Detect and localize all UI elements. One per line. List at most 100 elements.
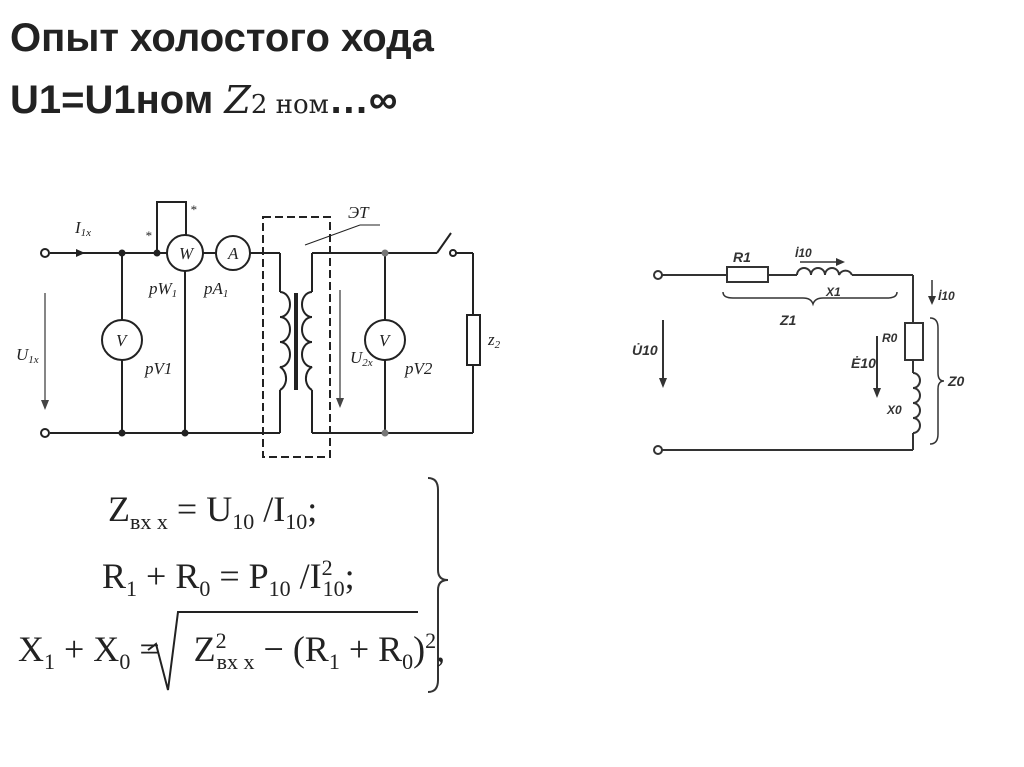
x1-inductor	[796, 267, 853, 276]
label-formulas-f3-a: X	[18, 629, 44, 669]
label-schematic-pA1-sub: 1	[223, 288, 229, 300]
circuit-element: I1x U1x U2x W A V V pW1 pA1 pV1 pV2 ЭТ z…	[16, 202, 501, 378]
label-formulas-f2-d: /I	[290, 556, 322, 596]
label-formulas-f3-b-sub: 0	[119, 649, 131, 675]
r0-resistor	[904, 322, 924, 361]
label-equivalent-I10-right: İ10	[938, 288, 955, 303]
eq-terminal-bottom	[653, 445, 663, 455]
circuit-element: z2	[487, 330, 501, 351]
label-equivalent-U10: U̇10	[632, 342, 658, 358]
label-schematic-pV2: pV2	[404, 359, 433, 378]
label-schematic-star: *	[190, 202, 197, 217]
label-schematic-I1x: I	[74, 218, 82, 237]
circuit-element	[659, 258, 936, 398]
circuit-element	[381, 429, 389, 437]
title-infinity: …∞	[328, 78, 398, 122]
voltage-arrow-icon	[336, 398, 344, 408]
label-schematic-W: W	[179, 244, 195, 263]
label-equivalent-Z0: Z0	[947, 373, 965, 389]
label-schematic-A: A	[227, 244, 239, 263]
label-formulas-f3-root-b: − (R	[254, 629, 329, 669]
label-formulas-f1-a: Z	[108, 489, 130, 529]
label-schematic-pA1: pA	[203, 279, 224, 298]
label-schematic-pW1-sub: 1	[172, 288, 178, 300]
label-schematic-V2: V	[379, 331, 392, 350]
label-formulas-f1-c: /I	[254, 489, 286, 529]
circuit-element: pW1	[148, 279, 177, 300]
label-formulas-f2-e: ;	[344, 556, 355, 596]
label-equivalent-R0: R0	[882, 331, 898, 345]
label-formulas-f3-root-a-sub: вх х	[216, 649, 255, 675]
z0-brace	[929, 317, 945, 445]
equivalent-circuit	[662, 261, 945, 451]
eq-terminal-top	[653, 270, 663, 280]
title-z: Z	[224, 78, 251, 122]
circuit-element	[301, 291, 313, 391]
circuit-element	[76, 249, 389, 437]
label-schematic-pV1: pV1	[144, 359, 172, 378]
voltage-arrow-icon	[41, 400, 49, 410]
label-formulas-f2-c-sub: 10	[268, 576, 291, 602]
label-formulas-f2-b-sub: 0	[199, 576, 211, 602]
formula-reactance: X1 + X0 =Z2вх х − (R1 + R0)2,	[18, 628, 445, 675]
circuit-element: U2x	[350, 348, 373, 369]
circuit-element	[44, 290, 341, 400]
label-formulas-f3-e: ,	[436, 629, 446, 669]
circuit-element	[381, 249, 389, 257]
current-arrow-icon	[76, 249, 85, 257]
label-formulas-f2-c: = P	[210, 556, 269, 596]
circuit-element	[118, 249, 126, 257]
label-schematic-z2-sub: 2	[495, 339, 501, 351]
label-schematic-z2: z	[487, 330, 495, 349]
z1-brace	[722, 291, 898, 307]
label-formulas-f3-root-c-sub: 0	[402, 649, 414, 675]
label-formulas-f2-a: R	[102, 556, 127, 596]
ammeter-pa1	[215, 235, 251, 271]
input-terminal-top	[40, 248, 50, 258]
label-formulas-f1-c-sub: 10	[285, 509, 308, 535]
label-formulas-f1-d: ;	[307, 489, 318, 529]
label-formulas-f2-d-sub: 10	[322, 576, 345, 602]
r1-resistor	[726, 266, 769, 283]
title-z-sub: 2 ном	[250, 90, 329, 120]
label-equivalent-R1: R1	[733, 249, 751, 265]
circuit-element	[928, 296, 936, 305]
formula-brace	[427, 477, 449, 693]
label-formulas-f2-b: + R	[137, 556, 200, 596]
circuit-element	[40, 234, 457, 438]
title-condition: U1=U1ном	[10, 78, 225, 122]
label-formulas-f1-a-sub: вх х	[130, 509, 168, 535]
label-formulas-f3-root-c: + R	[339, 629, 403, 669]
circuit-element	[279, 291, 291, 391]
label-equivalent-X1: X1	[825, 285, 841, 299]
circuit-element	[181, 429, 189, 437]
circuit-element	[436, 232, 452, 254]
label-schematic-U2x: U	[350, 348, 364, 367]
label-formulas-f3-b: + X	[55, 629, 120, 669]
label-schematic-ET: ЭТ	[348, 203, 370, 222]
label-formulas-f3-root-a: Z	[193, 629, 216, 669]
label-schematic-pW1: pW	[148, 279, 174, 298]
label-schematic-U1x-sub: 1x	[28, 354, 39, 366]
circuit-element: U1x	[16, 345, 39, 366]
label-formulas-f3-root-d: )	[413, 629, 426, 669]
circuit-element	[153, 249, 161, 257]
label-formulas-f2-a-sub: 1	[126, 576, 138, 602]
label-formulas-f3-root-d-sup: 2	[425, 628, 437, 653]
input-terminal-bottom	[40, 428, 50, 438]
label-schematic-U1x: U	[16, 345, 30, 364]
label-equivalent-Z1: Z1	[779, 312, 797, 328]
formula-input-impedance: Zвх х = U10 /I10;	[108, 488, 317, 535]
slide-title-line1: Опыт холостого хода	[10, 16, 434, 60]
wattmeter-pw1	[166, 234, 204, 272]
formula-resistance: R1 + R0 = P10 /I210;	[102, 555, 355, 602]
circuit-element	[873, 388, 881, 398]
label-schematic-star: *	[145, 228, 152, 243]
circuit-element	[836, 258, 845, 266]
circuit-element: pA1	[203, 279, 228, 300]
label-formulas-f3-root-a-sup: 2	[215, 628, 227, 653]
label-equivalent-X0: X0	[886, 403, 902, 417]
label-schematic-U2x-sub: 2x	[362, 357, 373, 369]
circuit-element	[118, 429, 126, 437]
